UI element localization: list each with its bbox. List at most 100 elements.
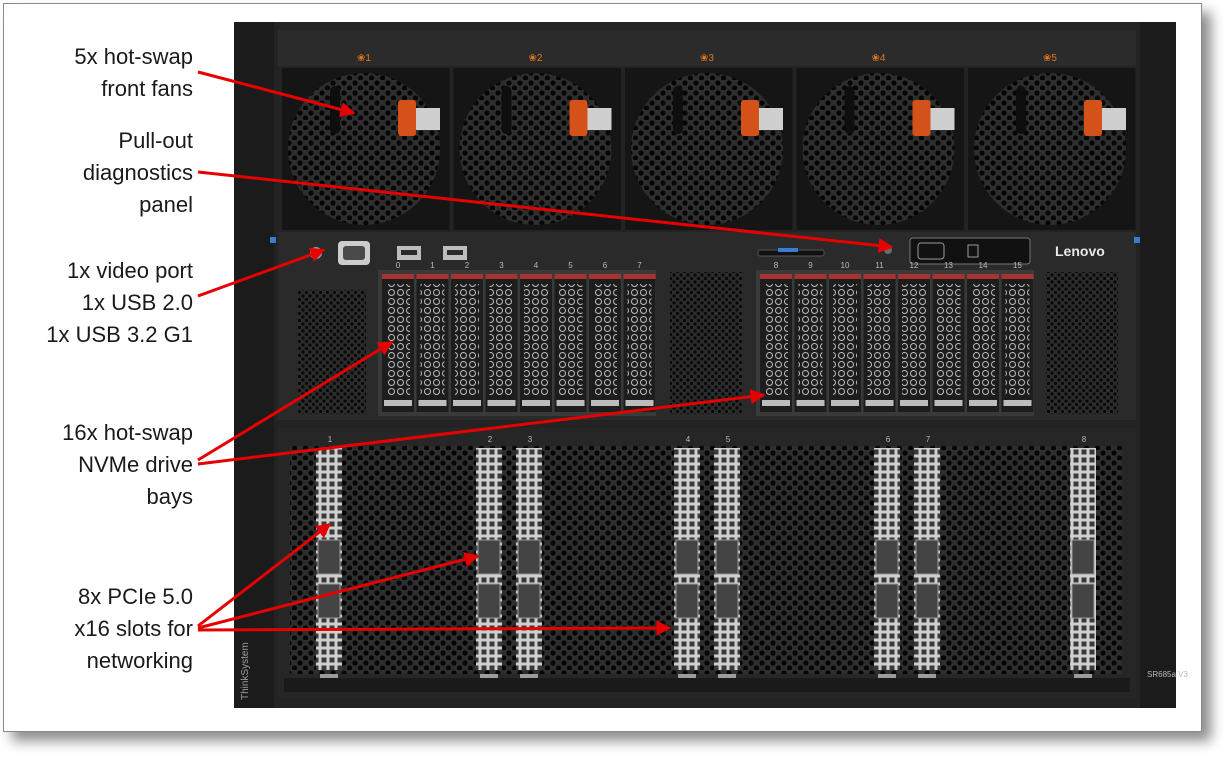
drive-bay-grille (524, 284, 548, 396)
drive-bay-number: 11 (875, 261, 884, 270)
pcie-slot-number: 5 (726, 435, 731, 444)
drive-bay-number: 1 (430, 261, 435, 270)
rail-clip-left (270, 237, 276, 243)
fan-label-strip (278, 30, 1136, 66)
pcie-slot-number: 7 (926, 435, 931, 444)
drive-bay-latch[interactable] (969, 400, 997, 406)
pcie-port-lower (517, 583, 541, 619)
usb-3-port-slot (447, 250, 463, 255)
drive-bay-indicator (863, 274, 896, 279)
drive-bay-number: 12 (910, 261, 919, 270)
drive-bay-latch[interactable] (487, 400, 516, 406)
fan-latch (330, 86, 340, 134)
left-rack-ear (234, 22, 274, 708)
fan-latch (501, 86, 512, 134)
fans-arrow (197, 70, 356, 117)
drive-bay-indicator (416, 274, 449, 279)
drive-bay-number: 13 (944, 261, 953, 270)
pcie-bottom-rail (284, 678, 1130, 692)
pcie-port-lower (915, 583, 939, 619)
drive-bay-number: 9 (808, 261, 813, 270)
drive-bay-indicator (829, 274, 861, 279)
diagnostics-panel-button (967, 244, 979, 258)
drive-bay-grille (867, 284, 892, 396)
fan-handle[interactable] (741, 100, 759, 136)
drive-bay-grille (627, 284, 652, 396)
fan-grille (288, 73, 440, 225)
pcie-port-lower (875, 583, 899, 619)
drive-bay-indicator (623, 274, 656, 279)
diagnostics-panel-screen (917, 242, 945, 260)
drive-bay-latch[interactable] (1003, 400, 1032, 406)
pcie-port-upper (477, 539, 501, 575)
fan-latch (844, 86, 855, 134)
ports-arrow (197, 247, 326, 298)
right-rack-ear (1140, 22, 1176, 708)
fan-number-label: ❀4 (872, 53, 886, 64)
drive-bay-latch[interactable] (865, 400, 894, 406)
fan-handle[interactable] (569, 100, 588, 136)
pcie-port-upper (317, 539, 341, 575)
pcie-slot-number: 6 (886, 435, 891, 444)
pcie-arrow-1 (197, 522, 332, 628)
drive-bay-latch[interactable] (522, 400, 550, 406)
drive-bay-number: 4 (534, 261, 539, 270)
diagnostics-panel[interactable] (909, 237, 1031, 265)
ports-label-line-1: 1x video port (67, 258, 193, 283)
drive-bay-grille (386, 284, 410, 396)
fans-label-line-2: front fans (101, 76, 193, 101)
drive-bay-latch[interactable] (384, 400, 412, 406)
fan-bank: ❀1❀2❀3❀4❀5 (282, 53, 1136, 230)
pcie-port-lower (317, 583, 341, 619)
drive-bay-latch[interactable] (418, 400, 447, 406)
drive-bay-latch[interactable] (831, 400, 859, 406)
pcie-arrow-2 (197, 552, 480, 630)
drive-bay-grille (593, 284, 617, 396)
pcie-arrow-3 (197, 620, 672, 636)
drive-bay-grille (971, 284, 995, 396)
drive-bay-indicator (932, 274, 965, 279)
side-brand-label: ThinkSystem (240, 642, 251, 700)
drive-bay-indicator (967, 274, 999, 279)
fans-label-line-1: 5x hot-swap (74, 44, 193, 69)
fan-handle[interactable] (1084, 100, 1102, 136)
fan-handle[interactable] (912, 100, 931, 136)
rail-clip-right (1134, 237, 1140, 243)
diag-label-line-1: Pull-out (118, 128, 193, 153)
drive-bay-latch[interactable] (762, 400, 790, 406)
drive-bay-latch[interactable] (934, 400, 963, 406)
drive-bay-latch[interactable] (591, 400, 619, 406)
pcie-port-lower (1071, 583, 1095, 619)
pcie-label-line-3: networking (87, 648, 193, 673)
pcie-port-upper (875, 539, 899, 575)
fan-number-label: ❀3 (700, 53, 714, 64)
nvme-label-line-3: bays (147, 484, 193, 509)
fan-latch (673, 86, 683, 134)
vent-right (1046, 272, 1118, 414)
drive-bay-latch[interactable] (453, 400, 481, 406)
nvme-arrow-left (197, 340, 394, 462)
diag-arrow (197, 170, 894, 254)
pcie-label-line-1: 8x PCIe 5.0 (78, 584, 193, 609)
fan-grille (974, 73, 1126, 225)
drive-bay-indicator (760, 274, 792, 279)
pull-tab-indicator (778, 248, 798, 252)
drive-bay-latch[interactable] (556, 400, 585, 406)
drive-bay-indicator (520, 274, 552, 279)
pcie-slot-number: 3 (528, 435, 533, 444)
brand-logo: Lenovo (1055, 243, 1105, 259)
pcie-slot-number: 4 (686, 435, 691, 444)
pcie-port-upper (517, 539, 541, 575)
fan-handle[interactable] (398, 100, 416, 136)
fan-grille (631, 73, 783, 225)
drive-bay-latch[interactable] (796, 400, 825, 406)
drive-bay-number: 2 (465, 261, 470, 270)
drive-bay-latch[interactable] (625, 400, 654, 406)
drive-bay-latch[interactable] (900, 400, 928, 406)
pcie-port-upper (715, 539, 739, 575)
pcie-slot-number: 1 (328, 435, 333, 444)
fan-release-tab (587, 108, 612, 130)
vent-left (298, 290, 366, 414)
drive-bay-indicator (898, 274, 930, 279)
